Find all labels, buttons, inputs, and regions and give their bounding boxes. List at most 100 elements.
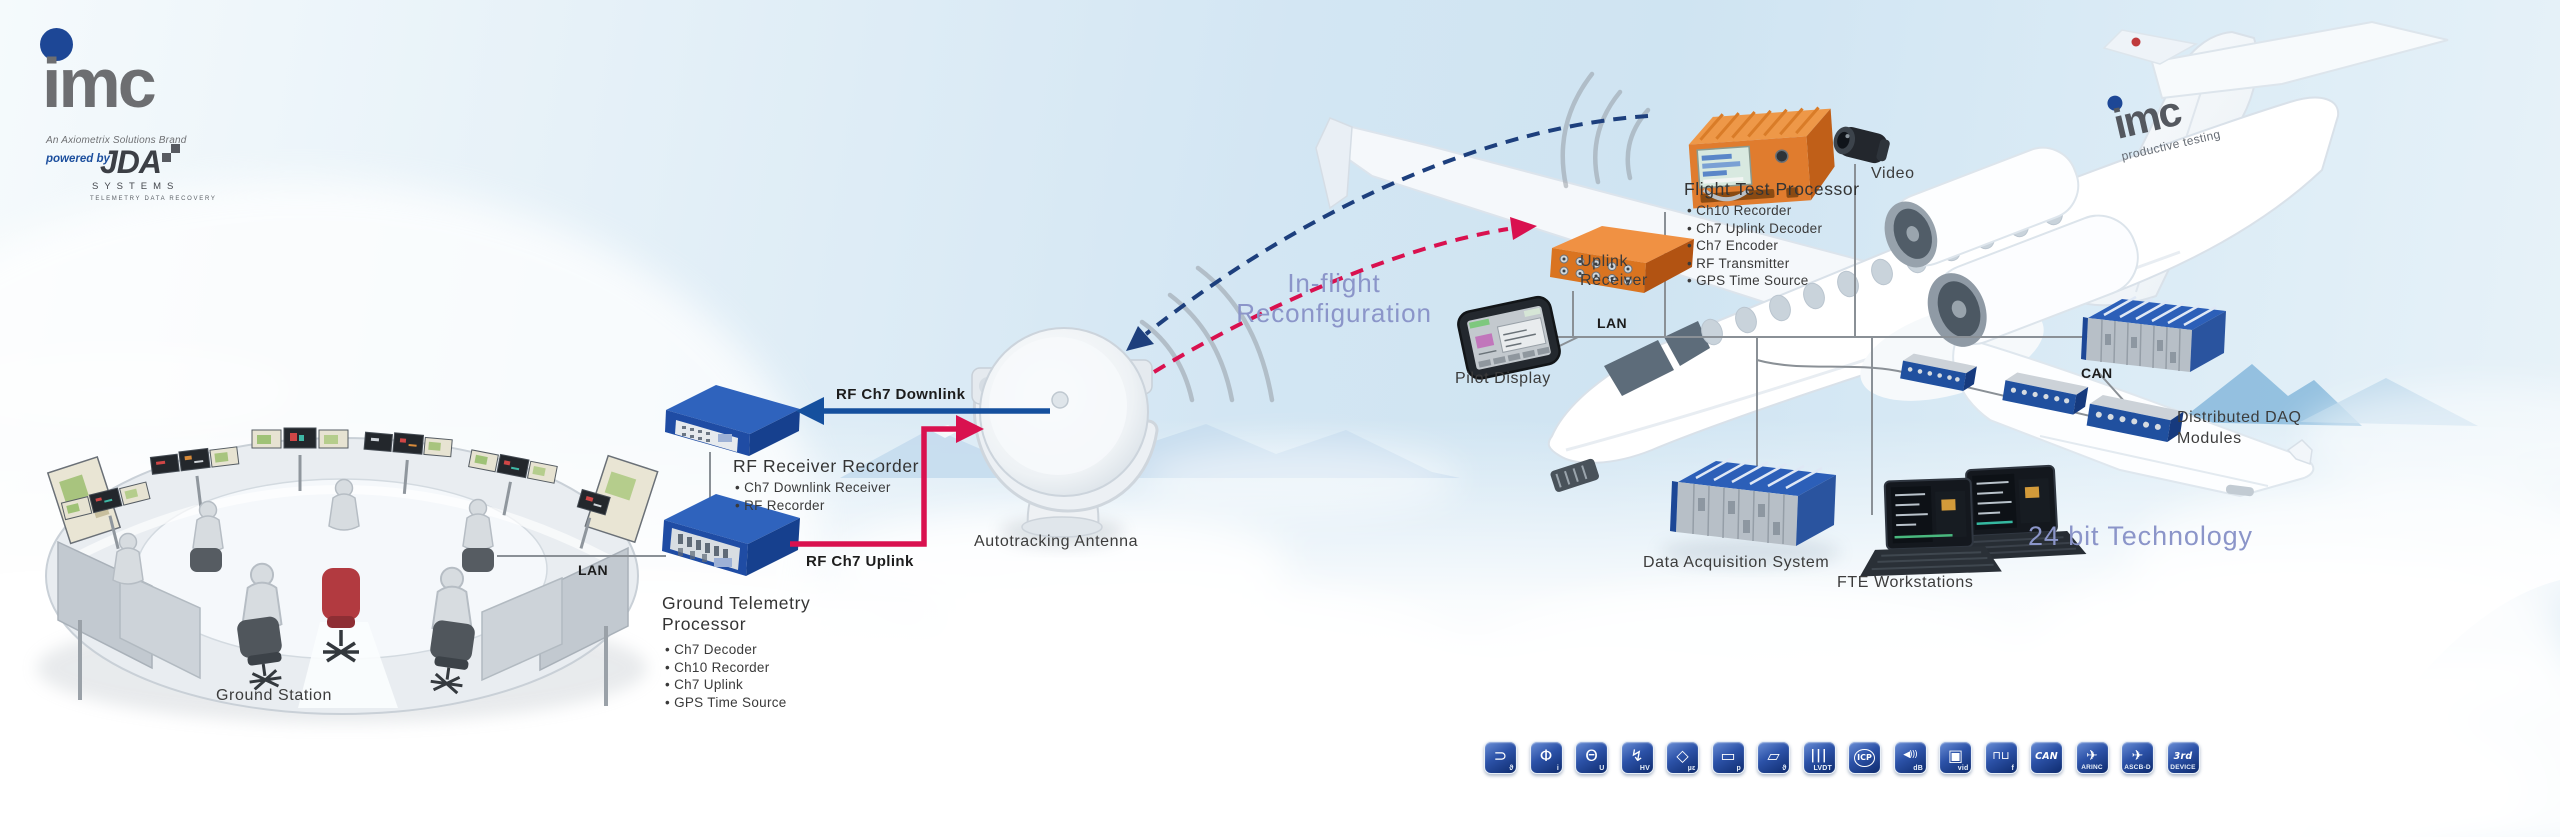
data-acquisition-rack-device [1660,456,1840,566]
downlink-dashed-arrow [1126,114,1649,351]
rf-ch7-downlink-arrow [796,397,1050,425]
jda-logo-text: JDA [100,144,162,180]
icp-icon: ICP [1848,741,1881,774]
imc-logo-dot [40,28,73,61]
flight-test-processor-bullets: Ch10 Recorder Ch7 Uplink Decoder Ch7 Enc… [1687,202,1822,290]
uplink-receiver-label: Uplink Receiver [1580,253,1648,289]
rf-receiver-recorder-device [665,385,800,456]
inflight-reconfiguration-label: In-flight Reconfiguration [1224,268,1444,328]
autotracking-antenna-label: Autotracking Antenna [974,533,1139,550]
pilot-display-label: Pilot Display [1455,370,1551,387]
powered-by-text: powered by [46,153,110,165]
inflight-line2: Reconfiguration [1236,298,1432,328]
ground-telemetry-processor-title: Ground Telemetry Processor [662,593,811,635]
ground-telemetry-processor-bullets: Ch7 Decoder Ch10 Recorder Ch7 Uplink GPS… [665,641,787,711]
uplink-receiver-device [1550,226,1694,293]
ground-station-illustration [37,427,659,723]
bullet-item: RF Transmitter [1687,255,1822,273]
sound-level-icon: ◀)))dB [1893,741,1927,774]
monitor-cluster [60,481,151,550]
bullet-item: Ch7 Uplink Decoder [1687,220,1822,238]
far-winglet [1315,117,1353,210]
technology-label: 24 bit Technology [2028,521,2253,551]
bullet-item: Ch10 Recorder [1687,202,1822,220]
imc-logo-text: imc [42,44,157,122]
lan-air-label: LAN [1597,315,1627,331]
operators [112,478,494,635]
engine-far [1884,146,2080,268]
thermocouple-icon: ⊃ϑ [1484,741,1517,774]
monitor-cluster [251,427,349,491]
can-label: CAN [2081,365,2113,381]
video-capture-icon: ▣vid [1939,741,1972,774]
inflight-line1: In-flight [1287,268,1381,298]
monitor-cluster [468,449,558,516]
bullet-item: GPS Time Source [665,694,787,712]
fte-workstations-device [1859,464,2087,577]
bullet-item: Ch10 Recorder [665,659,787,677]
lvdt-icon: |||LVDT [1802,741,1836,774]
h-stabilizer [2150,20,2449,100]
chairs [190,548,494,695]
distributed-daq-modules-label: Distributed DAQ Modules [2177,409,2302,447]
flight-test-processor-title: Flight Test Processor [1684,179,1860,199]
bullet-item: Ch7 Uplink [665,676,787,694]
flight-test-processor-device [1688,106,1835,209]
resistance-temperature-icon: ▱ϑ [1757,741,1790,774]
autotracking-antenna-illustration [971,327,1159,546]
pilot-display-device [1457,295,1561,380]
bullet-item: RF Recorder [735,497,891,515]
rf-ch7-uplink-arrow [790,415,984,547]
beacon-light [2131,37,2141,47]
nose-grille [1550,458,1599,492]
red-chair [322,568,360,663]
network-lines [497,164,2153,557]
lan-ground-label: LAN [578,562,608,578]
video-camera-device [1833,126,1890,164]
bullet-item: GPS Time Source [1687,272,1822,290]
engine-near [1927,214,2139,347]
jda-mosaic-icon [162,144,180,162]
monitor-cluster [576,488,611,549]
antenna-waves [1139,319,1195,403]
h-stabilizer-left [2102,29,2199,65]
near-winglet [2286,439,2313,466]
imc-logo-block: imc An Axiometrix Solutions Brand powere… [38,18,258,202]
strain-gauge-icon: ◇µε [1666,741,1699,774]
jda-systems-text: SYSTEMS [92,181,180,192]
transmitter-waves [1625,107,1651,181]
ascb-d-icon: ✈ASCB-D [2121,741,2154,774]
monitor-cluster [363,431,453,494]
high-voltage-icon: ↯HV [1620,741,1654,774]
rf-ch7-downlink-label: RF Ch7 Downlink [836,386,966,403]
bullet-item: Ch7 Downlink Receiver [735,479,891,497]
bullet-item: Ch7 Encoder [1687,237,1822,255]
bullet-item: Ch7 Decoder [665,641,787,659]
video-label: Video [1871,165,1915,182]
pressure-sensor-icon: ▭p [1711,741,1745,774]
cockpit-window [1664,321,1710,366]
cockpit-window [1604,340,1674,396]
monitor-cluster [149,446,240,510]
data-acquisition-system-label: Data Acquisition System [1643,554,1830,571]
arinc-icon: ✈ARINC [2075,741,2109,774]
rf-ch7-uplink-label: RF Ch7 Uplink [806,553,914,570]
flap-track [2225,484,2254,497]
rf-receiver-recorder-title: RF Receiver Recorder [733,456,920,476]
ground-telemetry-processor-device [662,494,800,576]
can-rack-device [2081,295,2226,372]
ground-station-label: Ground Station [216,687,333,704]
uplink-dashed-arrow [1152,217,1537,374]
antenna-feed [1051,391,1069,409]
can-bus-icon: CAN [2030,741,2063,774]
distributed-daq-modules-device [1900,353,2184,442]
imc-logo-subtitle: An Axiometrix Solutions Brand [46,135,187,146]
rf-receiver-recorder-bullets: Ch7 Downlink Receiver RF Recorder [735,479,891,514]
fte-workstations-label: FTE Workstations [1837,574,1974,591]
